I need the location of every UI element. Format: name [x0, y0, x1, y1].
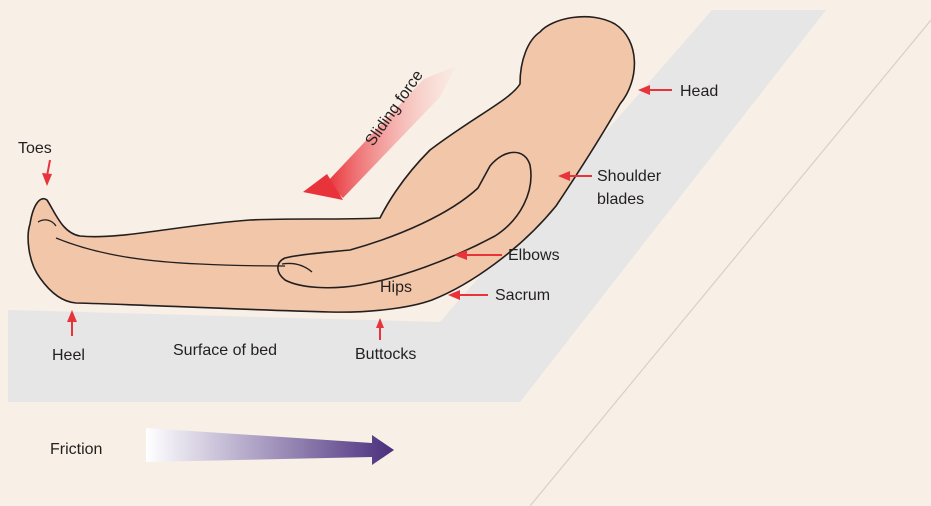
label-sacrum: Sacrum [495, 287, 550, 304]
label-heel: Heel [52, 347, 85, 364]
label-toes: Toes [18, 140, 52, 157]
label-surface-of-bed: Surface of bed [173, 342, 277, 359]
label-head: Head [680, 83, 718, 100]
label-buttocks: Buttocks [355, 346, 416, 363]
label-shoulder-line2: blades [597, 191, 644, 208]
label-friction: Friction [50, 441, 102, 458]
label-shoulder-line1: Shoulder [597, 168, 662, 185]
label-hips: Hips [380, 279, 412, 296]
label-elbows: Elbows [508, 247, 560, 264]
